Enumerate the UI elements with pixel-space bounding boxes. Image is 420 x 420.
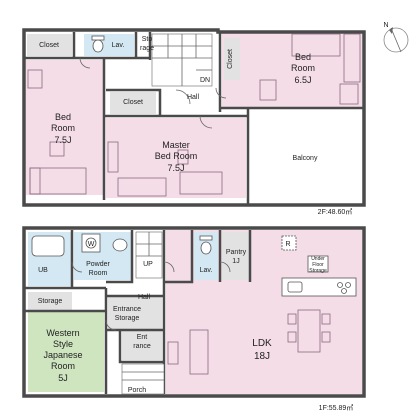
porch-steps: [121, 363, 165, 395]
closet-vertical-label: Closet: [227, 49, 234, 69]
refrigerator-icon: [281, 235, 297, 251]
dining-table-icon: [287, 309, 331, 353]
entrance-storage-label-1: Entrance: [113, 306, 141, 313]
bed-room-left: [26, 60, 104, 195]
powder-label-2: Room: [89, 270, 108, 277]
storage-2f-label-2: rage: [140, 45, 154, 52]
lav-2f-label: Lav.: [112, 42, 125, 49]
hall-2f-label: Hall: [187, 94, 200, 101]
master-label-3: 7.5J: [167, 163, 184, 173]
up-label: UP: [143, 261, 153, 268]
toilet-icon: [91, 35, 105, 53]
pantry-label-1: Pantry: [226, 249, 247, 256]
compass-icon: [383, 27, 409, 53]
western-label-1: Western: [46, 328, 79, 338]
porch-label: Porch: [128, 387, 146, 394]
underfloor-label-2: Floor: [312, 262, 324, 268]
hall-1f-label: Hall: [138, 294, 151, 301]
bathtub-icon: [31, 235, 65, 257]
western-label-4: Room: [51, 361, 75, 371]
bed-icon: [27, 33, 361, 197]
compass-north-label: N: [383, 22, 388, 29]
ub-label: UB: [38, 267, 48, 274]
ldk-label-2: 18J: [254, 351, 270, 362]
bed-right-label-1: Bed: [295, 52, 311, 62]
western-label-5: 5J: [58, 373, 68, 383]
closet-top-left-label: Closet: [39, 42, 59, 49]
floor2-plan: [22, 28, 366, 207]
ldk-label-1: LDK: [252, 338, 272, 349]
floor1-plan: [22, 226, 366, 398]
bed-left-label-2: Room: [51, 123, 75, 133]
sofa-icon: [167, 329, 209, 375]
washing-machine-icon: [81, 233, 101, 253]
lav-2f: [84, 34, 134, 56]
kitchen-counter-icon: [281, 277, 357, 297]
entrance-label-2: rance: [133, 343, 151, 350]
bed-right-label-3: 6.5J: [294, 75, 311, 85]
stairs-2f: [151, 33, 213, 87]
western-label-3: Japanese: [43, 350, 82, 360]
entrance-storage: [108, 296, 162, 330]
pantry-label-2: 1J: [232, 258, 239, 265]
lav-1f-label: Lav.: [200, 267, 213, 274]
powder-label-1: Powder: [86, 261, 110, 268]
storage-1f: [28, 292, 72, 310]
entrance: [122, 330, 162, 360]
master-label-1: Master: [162, 140, 190, 150]
entrance-storage-label-2: Storage: [115, 315, 140, 322]
closet-vertical: [224, 38, 240, 80]
storage-1f-label: Storage: [38, 298, 63, 305]
pantry: [222, 232, 250, 280]
underfloor-label-3: Storage: [309, 268, 327, 274]
sink-icon: [112, 238, 128, 252]
bed-left-label-3: 7.5J: [54, 135, 71, 145]
storage-2f-label-1: Sto: [142, 36, 153, 43]
underfloor-storage-icon: [307, 255, 329, 273]
w-label: W: [88, 241, 95, 248]
balcony: [252, 114, 362, 200]
master-label-2: Bed Room: [155, 151, 198, 161]
master-bed-room: [106, 118, 246, 198]
stairs-1f: [135, 231, 163, 279]
closet-top-left: [27, 34, 72, 56]
western-style-japanese-room: [28, 312, 104, 392]
dn-label: DN: [200, 77, 210, 84]
floor2-area-label: 2F:48.60㎡: [318, 208, 353, 216]
r-label: R: [285, 241, 290, 248]
western-label-2: Style: [53, 339, 73, 349]
bed-left-label-1: Bed: [55, 112, 71, 122]
bed-right-label-2: Room: [291, 63, 315, 73]
entrance-label-1: Ent: [137, 334, 148, 341]
closet-center-label: Closet: [123, 99, 143, 106]
floor1-area-label: 1F:55.89㎡: [319, 404, 354, 412]
underfloor-label-1: Under: [311, 256, 325, 262]
toilet-1f-icon: [199, 235, 213, 255]
closet-center: [110, 92, 156, 114]
balcony-label: Balcony: [293, 155, 318, 162]
